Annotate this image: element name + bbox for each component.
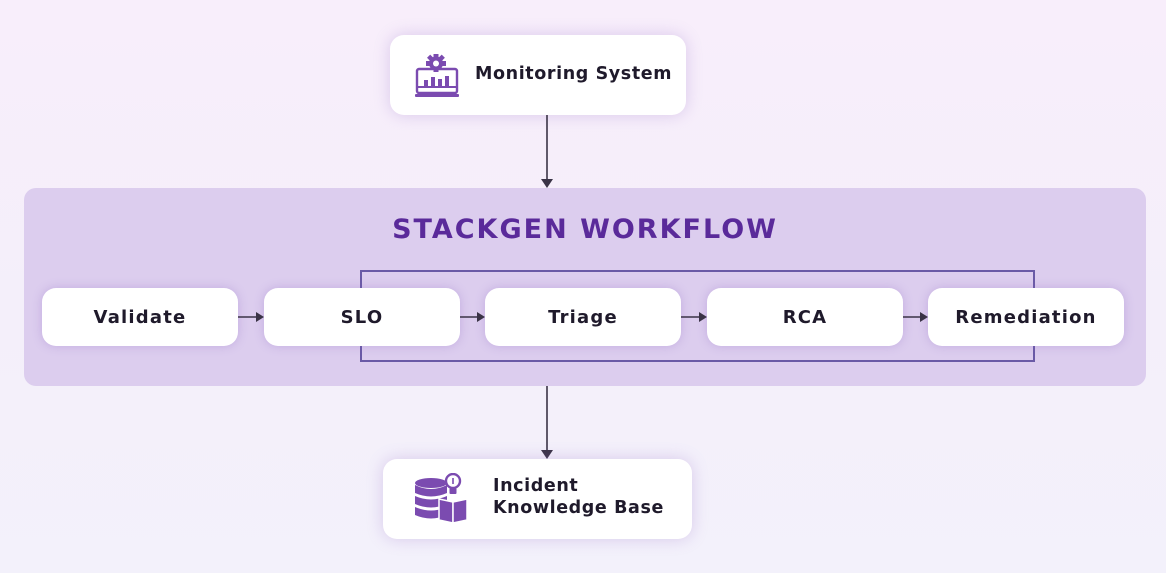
incident-knowledge-base-node: Incident Knowledge Base bbox=[383, 459, 692, 539]
workflow-title: STACKGEN WORKFLOW bbox=[392, 214, 778, 245]
knowledge-base-label-line2: Knowledge Base bbox=[493, 498, 664, 518]
monitoring-dashboard-icon bbox=[414, 52, 460, 102]
monitoring-system-node: Monitoring System bbox=[390, 35, 686, 115]
arrow-validate-to-slo bbox=[238, 312, 264, 322]
stage-remediation: Remediation bbox=[928, 288, 1124, 346]
arrow-triage-to-rca bbox=[681, 312, 707, 322]
arrow-monitoring-to-workflow bbox=[541, 115, 553, 188]
stage-slo: SLO bbox=[264, 288, 460, 346]
stage-validate: Validate bbox=[42, 288, 238, 346]
arrow-rca-to-remediation bbox=[903, 312, 928, 322]
stage-triage: Triage bbox=[485, 288, 681, 346]
database-knowledge-icon bbox=[413, 472, 471, 529]
knowledge-base-label: Incident Knowledge Base bbox=[493, 475, 664, 519]
stackgen-workflow-panel: STACKGEN WORKFLOW Validate SLO Triage RC… bbox=[24, 188, 1146, 386]
arrow-workflow-to-knowledge-base bbox=[541, 386, 553, 459]
stage-rca: RCA bbox=[707, 288, 903, 346]
monitoring-system-label: Monitoring System bbox=[475, 64, 673, 84]
knowledge-base-label-line1: Incident bbox=[493, 476, 579, 496]
arrow-slo-to-triage bbox=[460, 312, 485, 322]
